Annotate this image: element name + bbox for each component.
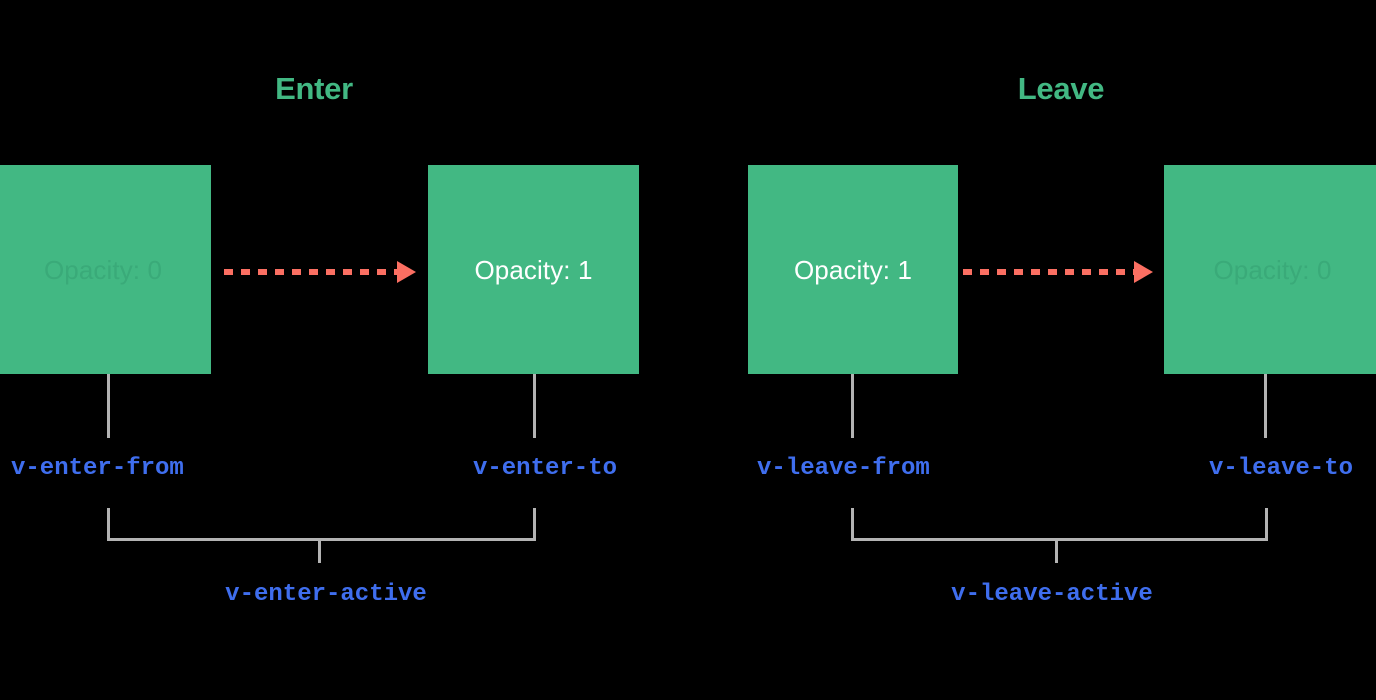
connector-line-leave-1 (1264, 374, 1267, 438)
class-label-v-enter-active: v-enter-active (225, 581, 427, 608)
bracket-left-arm-enter (107, 508, 110, 538)
class-label-v-enter-to: v-enter-to (472, 455, 617, 482)
transition-arrow-icon-enter (224, 261, 416, 283)
class-label-v-leave-to: v-leave-to (1208, 455, 1353, 482)
state-box-enter-from: Opacity: 0 (0, 165, 211, 374)
opacity-label-leave-from: Opacity: 1 (793, 254, 913, 285)
arrow-shaft (963, 269, 1135, 275)
bracket-stem-enter (318, 541, 321, 563)
bracket-base-enter (107, 538, 536, 541)
arrow-head (1134, 261, 1153, 283)
state-box-enter-to: Opacity: 1 (428, 165, 639, 374)
opacity-label-enter-from: Opacity: 0 (43, 254, 163, 285)
class-label-v-leave-active: v-leave-active (951, 581, 1153, 608)
bracket-stem-leave (1055, 541, 1058, 563)
class-label-v-enter-from: v-enter-from (11, 455, 184, 482)
opacity-label-leave-to: Opacity: 0 (1213, 254, 1332, 285)
bracket-right-arm-enter (533, 508, 536, 538)
arrow-shaft (224, 269, 398, 275)
opacity-label-enter-to: Opacity: 1 (474, 254, 593, 285)
bracket-left-arm-leave (851, 508, 854, 538)
class-label-v-leave-from: v-leave-from (757, 455, 930, 482)
connector-line-leave-0 (851, 374, 854, 438)
transition-arrow-icon-leave (963, 261, 1153, 283)
bracket-right-arm-leave (1265, 508, 1268, 538)
state-box-leave-to: Opacity: 0 (1164, 165, 1376, 374)
phase-title-leave: Leave (1017, 71, 1105, 106)
phase-title-enter: Enter (275, 71, 353, 106)
bracket-base-leave (851, 538, 1268, 541)
arrow-head (397, 261, 416, 283)
state-box-leave-from: Opacity: 1 (748, 165, 958, 374)
connector-line-enter-0 (107, 374, 110, 438)
connector-line-enter-1 (533, 374, 536, 438)
